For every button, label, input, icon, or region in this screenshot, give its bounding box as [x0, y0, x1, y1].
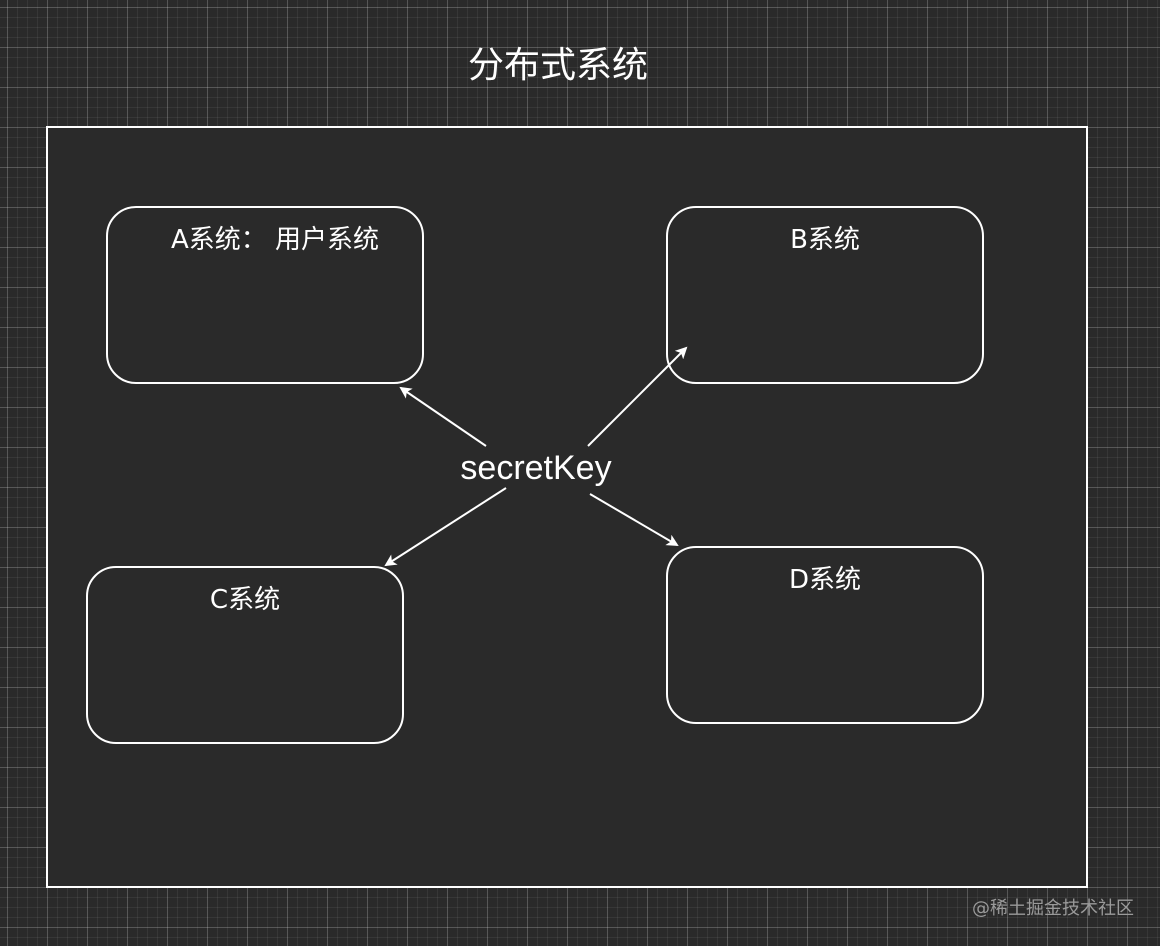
node-d-label: D系统: [788, 565, 862, 595]
node-b-label: B系统: [790, 225, 860, 255]
secret-key-label: secretKey: [460, 449, 612, 487]
watermark-text: @稀土掘金技术社区: [972, 898, 1134, 919]
node-c-system[interactable]: C系统: [86, 566, 404, 744]
node-d-system[interactable]: D系统: [666, 546, 984, 724]
node-a-system[interactable]: A系统： 用户系统: [106, 206, 424, 384]
diagram-title: 分布式系统: [467, 45, 648, 86]
node-c-label: C系统: [209, 585, 281, 615]
node-a-label: A系统： 用户系统: [170, 225, 380, 255]
node-b-system[interactable]: B系统: [666, 206, 984, 384]
